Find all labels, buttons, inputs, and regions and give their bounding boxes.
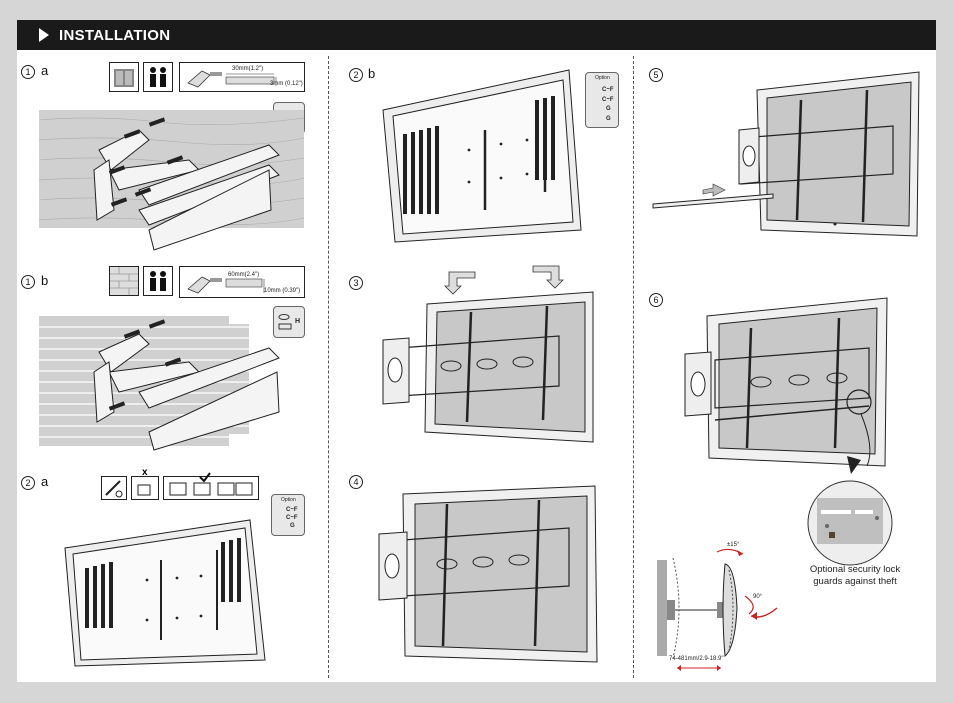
instruction-sheet: INSTALLATION 1 a 30mm(1.2") 3mm (0.12") … (17, 20, 936, 682)
wrong-fit-icon: x (131, 467, 159, 500)
svg-text:x: x (142, 467, 148, 478)
wall-mount-illustration-1b (39, 316, 280, 451)
concrete-wall-icon (109, 62, 139, 92)
part-cf-label-2b: C~F (602, 87, 614, 93)
step-1a-letter: a (41, 63, 49, 78)
lift-arrows-icon (444, 265, 564, 295)
security-lock-closeup (807, 480, 893, 566)
extension-label: 74-481mm/2.9-18.9" (669, 656, 724, 662)
drill-spec-1a: 30mm(1.2") 3mm (0.12") (179, 62, 305, 92)
column-divider-1 (328, 56, 329, 678)
security-caption-line2: guards against theft (813, 576, 897, 587)
tv-mounted-illustration-4 (378, 485, 598, 663)
insert-safety-bar-illustration-5 (652, 71, 920, 237)
tv-back-illustration-2b (382, 69, 582, 243)
brick-wall-icon (109, 266, 139, 296)
option-title-2a: Option (281, 497, 296, 503)
security-caption-line1: Optional security lock (809, 564, 901, 575)
part-h-label-1b: H (295, 318, 301, 325)
tv-back-illustration-2a (64, 519, 266, 667)
play-arrow-icon (39, 28, 49, 42)
step-1b-number: 1 (21, 275, 35, 289)
diameter-label-1b: 10mm (0.39") (264, 288, 301, 294)
screwdriver-icon (101, 476, 127, 500)
spacer-options-icon (163, 472, 259, 500)
diameter-label-1a: 3mm (0.12") (270, 81, 303, 87)
step-3-number: 3 (349, 276, 363, 290)
tilt-label: ±15° (727, 542, 740, 548)
part-cf-label-2a-b: C~F (286, 515, 298, 521)
depth-label-1a: 30mm(1.2") (232, 66, 264, 72)
step-2b-letter: b (368, 66, 376, 81)
step-6-number: 6 (649, 293, 663, 307)
part-g-label-2b: G (606, 106, 611, 112)
two-persons-icon (143, 266, 173, 296)
hardware-tag-2a: Option C~F C~F G (271, 494, 305, 536)
part-cf-label-2a: C~F (286, 507, 298, 513)
swivel-label: 90° (753, 594, 763, 600)
wall-mount-illustration-1a (38, 110, 305, 251)
part-cf-label-2b-b: C~F (602, 97, 614, 103)
step-2b-number: 2 (349, 68, 363, 82)
tilt-swivel-diagram (657, 548, 778, 671)
hardware-tag-1b: H (273, 306, 305, 338)
step-5-number: 5 (649, 68, 663, 82)
pointer-arrow-icon (847, 456, 861, 474)
step-1a-number: 1 (21, 65, 35, 79)
section-header: INSTALLATION (17, 20, 936, 50)
column-divider-2 (633, 56, 634, 678)
two-persons-icon (143, 62, 173, 92)
hardware-tag-2b: Option C~F C~F G G (585, 72, 619, 128)
hang-tv-illustration-3 (382, 291, 594, 443)
part-g-label-2a: G (290, 523, 295, 529)
step-1b-letter: b (41, 273, 49, 288)
step-4-number: 4 (349, 475, 363, 489)
step-2a-number: 2 (21, 476, 35, 490)
part-g-label-2b-b: G (606, 116, 611, 122)
security-lock-illustration-6 (684, 297, 888, 467)
drill-spec-1b: 60mm(2.4") 10mm (0.39") (179, 266, 305, 298)
section-title: INSTALLATION (59, 27, 171, 44)
step-2a-letter: a (41, 474, 49, 489)
depth-label-1b: 60mm(2.4") (228, 272, 260, 278)
option-title-2b: Option (595, 75, 610, 81)
